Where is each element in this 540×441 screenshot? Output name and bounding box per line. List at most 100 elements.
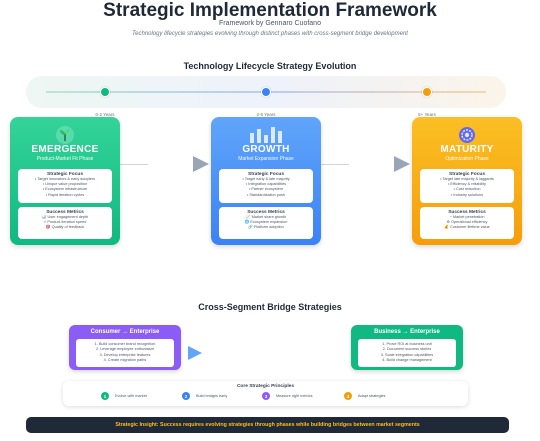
sprout-icon	[10, 123, 120, 147]
focus-item: • Efficiency & reliability	[448, 182, 486, 187]
phase-arrow-2	[394, 156, 410, 172]
focus-item: • Integration capabilities	[245, 182, 287, 187]
bridge-steps: 1. Prove ROI at business unit 2. Documen…	[358, 339, 456, 367]
core-principles-panel: Core Strategic Principles 1 Evolve with …	[63, 381, 468, 406]
pie-chart-icon: ◔	[449, 215, 452, 219]
period-label-maturity: 5+ Years	[418, 112, 436, 117]
period-label-growth: 2-5 Years	[256, 112, 276, 117]
focus-heading: Strategic Focus	[449, 172, 485, 177]
principle-number: 1	[101, 392, 109, 400]
metric-item: 📊 User engagement depth	[41, 215, 89, 219]
success-metrics-box: Success Metrics ◔ Market penetration ⚙ O…	[420, 207, 514, 239]
principle-item: 1 Evolve with market	[101, 391, 147, 401]
bridge-card-consumer-enterprise: Consumer → Enterprise 1. Build consumer …	[69, 325, 181, 370]
focus-item: • Ecosystem infrastructure	[42, 187, 88, 192]
focus-heading: Strategic Focus	[47, 172, 83, 177]
focus-item: • Industry solutions	[451, 192, 483, 197]
phase-card-growth: GROWTH Market Expansion Phase Strategic …	[211, 117, 321, 245]
bridges-section-title: Cross-Segment Bridge Strategies	[198, 302, 342, 312]
success-metrics-box: Success Metrics 📈 Market share growth 🌐 …	[219, 207, 313, 239]
focus-item: • Target innovators & early adopters	[34, 177, 96, 181]
connector-line-2	[321, 164, 349, 165]
metric-item: ⚡ Product iteration speed	[43, 220, 87, 225]
strategic-insight-banner: Strategic Insight: Success requires evol…	[26, 417, 509, 433]
page-subtitle: Technology lifecycle strategies evolving…	[132, 31, 408, 37]
principle-item: 3 Measure right metrics	[262, 391, 313, 401]
principle-label: Evolve with market	[115, 394, 147, 398]
timeline-dot-maturity	[422, 87, 432, 97]
bridge-step: 2. Document success stories	[382, 347, 432, 352]
link-icon: 🔗	[248, 225, 253, 230]
bridge-arrow	[188, 346, 202, 360]
timeline-dot-emergence	[100, 87, 110, 97]
target-icon: 🎯	[45, 225, 51, 230]
phase-subtitle: Product-Market Fit Phase	[36, 156, 94, 162]
metric-item: 🌐 Ecosystem expansion	[244, 220, 288, 225]
principle-number: 3	[262, 392, 270, 400]
metric-item: ⚙ Operational efficiency	[446, 220, 488, 225]
money-icon: 💰	[444, 225, 449, 230]
metric-item: 📈 Market share growth	[245, 215, 287, 219]
principle-label: Adapt strategies	[358, 394, 386, 398]
bridge-step: 1. Prove ROI at business unit	[382, 342, 432, 346]
trending-up-icon: 📈	[245, 215, 251, 219]
metrics-heading: Success Metrics	[46, 210, 84, 215]
timeline-dot-growth	[261, 87, 271, 97]
phase-subtitle: Market Expansion Phase	[238, 156, 294, 162]
lightning-icon: ⚡	[43, 220, 47, 225]
strategic-focus-box: Strategic Focus • Target late majority &…	[420, 169, 514, 203]
period-label-emergence: 0-2 Years	[95, 112, 115, 117]
phase-name: EMERGENCE	[31, 144, 99, 155]
bridge-step: 3. Develop enterprise features	[99, 352, 151, 357]
bridge-card-business-enterprise: Business → Enterprise 1. Prove ROI at bu…	[351, 325, 463, 370]
principle-label: Measure right metrics	[276, 394, 313, 398]
focus-item: • Rapid iteration cycles	[45, 192, 85, 197]
phase-card-maturity: MATURITY Optimization Phase Strategic Fo…	[412, 117, 522, 245]
connector-line-1	[120, 164, 148, 165]
metric-item: 🎯 Quality of feedback	[45, 225, 85, 230]
focus-item: • Cost reduction	[453, 187, 481, 192]
bridge-step: 4. Build change management	[382, 358, 432, 363]
focus-item: • Partner ecosystem	[248, 187, 284, 192]
principle-item: 2 Build bridges early	[182, 391, 227, 401]
lifecycle-section-title: Technology Lifecycle Strategy Evolution	[183, 61, 357, 71]
gear-icon	[412, 123, 522, 147]
bridge-title: Business → Enterprise	[374, 329, 440, 335]
bar-chart-icon	[211, 123, 321, 147]
bridge-step: 1. Build consumer brand recognition	[94, 342, 156, 346]
strategic-focus-box: Strategic Focus • Target early & late ma…	[219, 169, 313, 203]
bridge-step: 2. Leverage employee enthusiasm	[95, 347, 155, 352]
chart-icon: 📊	[41, 215, 47, 219]
metrics-heading: Success Metrics	[247, 210, 285, 215]
phase-name: GROWTH	[242, 144, 290, 155]
gear-small-icon: ⚙	[446, 220, 450, 225]
strategic-focus-box: Strategic Focus • Target innovators & ea…	[18, 169, 112, 203]
focus-item: • Target late majority & laggards	[440, 177, 494, 181]
metric-item: 🔗 Platform adoption	[248, 225, 284, 230]
bridge-title: Consumer → Enterprise	[90, 329, 160, 335]
phase-subtitle: Optimization Phase	[445, 156, 489, 162]
success-metrics-box: Success Metrics 📊 User engagement depth …	[18, 207, 112, 239]
metric-item: 💰 Customer lifetime value	[444, 225, 490, 230]
globe-icon: 🌐	[244, 220, 250, 225]
principle-number: 4	[344, 392, 352, 400]
principle-item: 4 Adapt strategies	[344, 391, 385, 401]
bridge-steps: 1. Build consumer brand recognition 2. L…	[76, 339, 174, 367]
metrics-heading: Success Metrics	[448, 210, 486, 215]
phase-arrow-1	[193, 156, 209, 172]
focus-item: • Target early & late majority	[242, 177, 290, 181]
principles-heading: Core Strategic Principles	[236, 384, 295, 389]
page-title: Strategic Implementation Framework	[103, 0, 437, 21]
author-credit: Framework by Gennaro Cuofano	[219, 20, 321, 27]
focus-heading: Strategic Focus	[248, 172, 284, 177]
focus-item: • Unique value proposition	[42, 182, 88, 187]
phase-card-emergence: EMERGENCE Product-Market Fit Phase Strat…	[10, 117, 120, 245]
metric-item: ◔ Market penetration	[449, 215, 485, 219]
focus-item: • Standardization push	[246, 192, 286, 197]
bridge-step: 3. Scale integration capabilities	[380, 352, 434, 357]
phase-name: MATURITY	[440, 144, 494, 155]
bridge-step: 4. Create migration paths	[103, 358, 147, 363]
principle-number: 2	[182, 392, 190, 400]
principle-label: Build bridges early	[196, 394, 228, 398]
lifecycle-timeline	[26, 76, 506, 108]
